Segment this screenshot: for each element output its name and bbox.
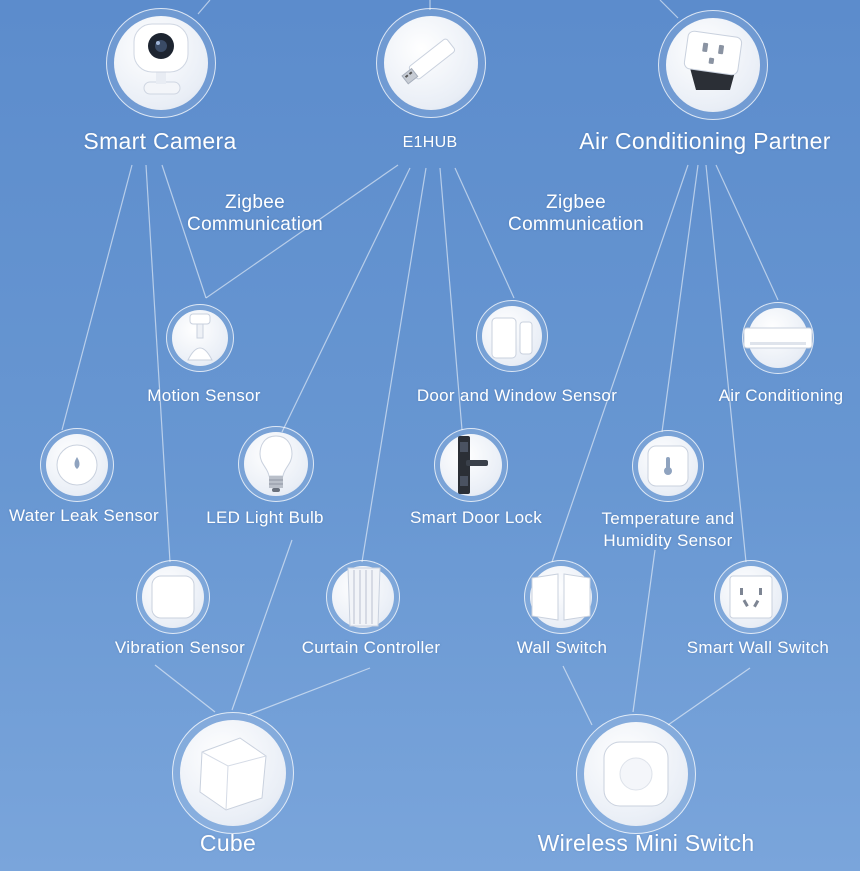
link-mini-wall-switch [562, 665, 593, 726]
wireless-mini-switch-label: Wireless Mini Switch [537, 830, 755, 856]
motion-sensor-icon [187, 313, 213, 361]
link-hub-door [454, 167, 515, 299]
link-mini-temp [632, 549, 656, 713]
wall-switch-icon [531, 573, 591, 621]
link-camera-vibration [145, 164, 171, 563]
link-camera-water-leak [61, 164, 133, 431]
ac-partner-label: Air Conditioning Partner [579, 128, 831, 154]
door-window-sensor-icon [491, 317, 533, 359]
link-acp-wall-switch [551, 164, 689, 563]
e1hub-circle [376, 8, 486, 118]
door-window-sensor-label: Door and Window Sensor [416, 386, 618, 405]
link-cube-vibration [154, 664, 216, 713]
link-hub-lock [439, 167, 463, 431]
link-cube-led [231, 539, 293, 711]
link-top-camera [197, 0, 211, 15]
vibration-sensor-label: Vibration Sensor [114, 638, 246, 657]
curtain-icon [347, 567, 381, 627]
smart-wall-switch-label: Smart Wall Switch [686, 638, 830, 657]
vibration-sensor-icon [151, 575, 195, 619]
thermometer-sensor-icon [647, 445, 689, 487]
link-mini-smart-wall [667, 667, 751, 726]
water-leak-sensor-label: Water Leak Sensor [9, 506, 159, 525]
link-acp-smart-wall [705, 164, 747, 563]
cube-label: Cube [199, 830, 257, 856]
smart-door-lock-label: Smart Door Lock [409, 508, 543, 527]
water-leak-sensor-icon [56, 444, 98, 486]
led-bulb-label: LED Light Bulb [206, 508, 324, 527]
door-lock-icon [458, 436, 488, 494]
link-hub-motion [205, 164, 399, 299]
link-cube-curtain [247, 667, 371, 716]
curtain-controller-label: Curtain Controller [301, 638, 441, 657]
wall-switch-label: Wall Switch [516, 638, 608, 657]
air-conditioner-icon [743, 327, 813, 349]
usb-hub-icon [401, 38, 456, 85]
temp-humidity-sensor-label: Temperature and Humidity Sensor [601, 509, 735, 550]
mini-switch-icon [603, 741, 669, 807]
socket-icon [729, 575, 773, 619]
motion-sensor-label: Motion Sensor [147, 386, 261, 405]
smart-camera-icon [133, 23, 189, 95]
e1hub-label: E1HUB [402, 134, 458, 151]
zigbee-communication-label-left: Zigbee Communication [187, 192, 323, 235]
air-conditioning-label: Air Conditioning [718, 386, 844, 405]
smart-camera-label: Smart Camera [83, 128, 237, 154]
zigbee-communication-label-right: Zigbee Communication [508, 192, 644, 235]
link-acp-temp [661, 164, 699, 433]
magic-cube-icon [199, 737, 267, 811]
light-bulb-icon [259, 435, 293, 492]
link-hub-led [281, 167, 411, 433]
ac-partner-icon [683, 30, 743, 90]
link-hub-curtain [361, 167, 427, 563]
link-camera-motion [161, 164, 207, 299]
link-acp-air-cond [715, 164, 779, 301]
link-top-ac-partner [659, 0, 679, 19]
